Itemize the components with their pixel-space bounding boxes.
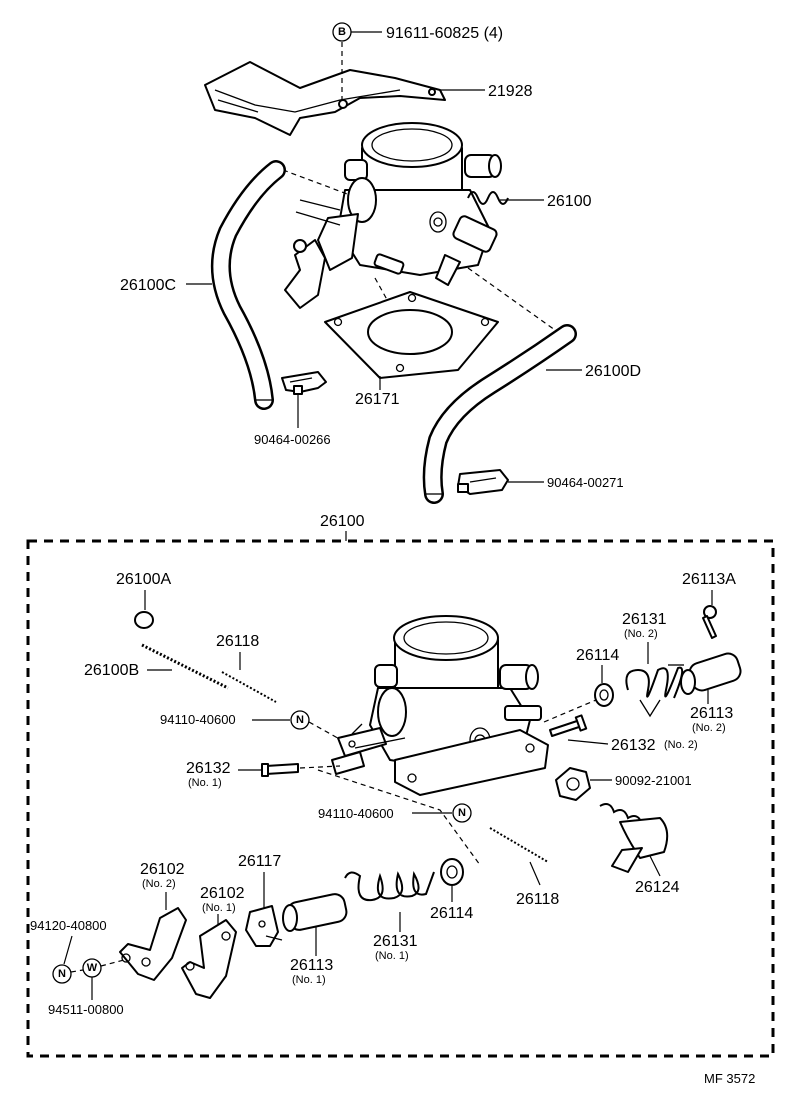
label-91611-60825: 91611-60825 (4) — [386, 25, 503, 42]
part-26132-no1: 26132 (No. 1) — [186, 760, 341, 789]
callout-26100-top: 26100 — [500, 193, 592, 210]
part-26113-no1: 26113 (No. 1) — [282, 893, 348, 986]
callout-21928: 21928 — [440, 83, 533, 100]
bracket-21928 — [204, 61, 446, 136]
part-26113A: 26113A — [682, 571, 736, 639]
label-26100D: 26100D — [585, 363, 641, 380]
label-26114-lower: 26114 — [430, 905, 473, 922]
callout-94110-lower: 94110-40600 N — [317, 769, 481, 866]
label-26114-upper: 26114 — [576, 647, 619, 664]
label-26131-no1-sub: (No. 1) — [375, 950, 409, 962]
callout-91611: B 91611-60825 (4) — [332, 22, 503, 42]
label-26113-no2-sub: (No. 2) — [692, 722, 726, 734]
label-26100A: 26100A — [116, 571, 171, 588]
clamp-90464-00266 — [281, 371, 327, 395]
figure-code: MF 3572 — [704, 1071, 755, 1086]
label-90464-00271: 90464-00271 — [547, 475, 624, 490]
label-26113-no2: 26113 — [690, 705, 733, 722]
label-26171: 26171 — [355, 391, 400, 408]
nut-symbol-N-lower: N — [458, 807, 466, 819]
callout-90464-00266: 90464-00266 — [254, 394, 331, 447]
label-26131-no1: 26131 — [373, 933, 418, 950]
label-26118-lower: 26118 — [516, 891, 559, 908]
exploded-view-boundary — [26, 539, 775, 1058]
hose-26100D — [422, 324, 577, 504]
clamp-90464-00271 — [457, 469, 509, 495]
part-26118-upper: 26118 — [216, 633, 277, 703]
label-26102-no2-sub: (No. 2) — [142, 878, 176, 890]
label-26113-no1-sub: (No. 1) — [292, 974, 326, 986]
label-26113A: 26113A — [682, 571, 736, 588]
label-90464-00266: 90464-00266 — [254, 432, 331, 447]
throttle-body-exploded — [331, 615, 549, 796]
part-26102-no2: 26102 (No. 2) — [119, 861, 187, 981]
part-26132-no2: 26132 (No. 2) — [549, 714, 698, 754]
part-26117: 26117 — [238, 853, 283, 947]
part-26124: 26124 — [599, 803, 680, 896]
callout-94110-upper: 94110-40600 N — [160, 710, 353, 747]
label-26131-no2-sub: (No. 2) — [624, 628, 658, 640]
part-26102-no1: 26102 (No. 1) — [181, 885, 245, 999]
label-26132-no1-sub: (No. 1) — [188, 777, 222, 789]
bolt-symbol-B: B — [338, 26, 346, 38]
label-94110-upper: 94110-40600 — [160, 712, 236, 727]
label-26124: 26124 — [635, 879, 680, 896]
part-26114-upper: 26114 — [576, 647, 619, 707]
gasket-26171 — [324, 291, 499, 379]
part-26100B: 26100B — [84, 643, 229, 690]
label-26131-no2: 26131 — [622, 611, 667, 628]
part-26114-lower: 26114 — [430, 858, 473, 922]
label-94120-40800: 94120-40800 — [30, 918, 107, 933]
callout-26100D: 26100D — [546, 363, 641, 380]
part-26131-no2: 26131 (No. 2) — [622, 611, 684, 718]
label-26118-upper: 26118 — [216, 633, 259, 650]
callout-94120-94511: 94120-40800 N W 94511-00800 — [30, 918, 125, 1017]
label-26102-no1-sub: (No. 1) — [202, 902, 236, 914]
callout-90464-00271: 90464-00271 — [508, 475, 624, 490]
callout-26100C: 26100C — [120, 277, 212, 294]
part-90092-21001: 90092-21001 — [555, 767, 692, 801]
label-26102-no2: 26102 — [140, 861, 185, 878]
label-26132-no2-sub: (No. 2) — [664, 739, 698, 751]
label-90092-21001: 90092-21001 — [615, 773, 692, 788]
part-26118-lower: 26118 — [489, 827, 559, 908]
label-94110-lower: 94110-40600 — [318, 806, 394, 821]
label-26132-no1: 26132 — [186, 760, 231, 777]
washer-symbol-W: W — [87, 962, 98, 974]
label-26100C: 26100C — [120, 277, 176, 294]
part-26131-no1: 26131 (No. 1) — [344, 871, 435, 962]
label-26113-no1: 26113 — [290, 957, 333, 974]
label-26102-no1: 26102 — [200, 885, 245, 902]
label-26100-box: 26100 — [320, 513, 365, 530]
label-26117: 26117 — [238, 853, 281, 870]
callout-26171: 26171 — [355, 376, 400, 408]
part-26100A: 26100A — [116, 571, 171, 629]
label-26100-top: 26100 — [547, 193, 592, 210]
nut-symbol-N-bracket: N — [58, 968, 66, 980]
hose-26100C — [210, 160, 286, 410]
part-26113-no2: 26113 (No. 2) — [680, 652, 742, 734]
label-21928: 21928 — [488, 83, 533, 100]
label-94511-00800: 94511-00800 — [48, 1002, 124, 1017]
throttle-body-top — [284, 122, 509, 309]
label-26100B: 26100B — [84, 662, 139, 679]
nut-symbol-N-upper: N — [296, 714, 304, 726]
label-26132-no2: 26132 — [611, 737, 656, 754]
